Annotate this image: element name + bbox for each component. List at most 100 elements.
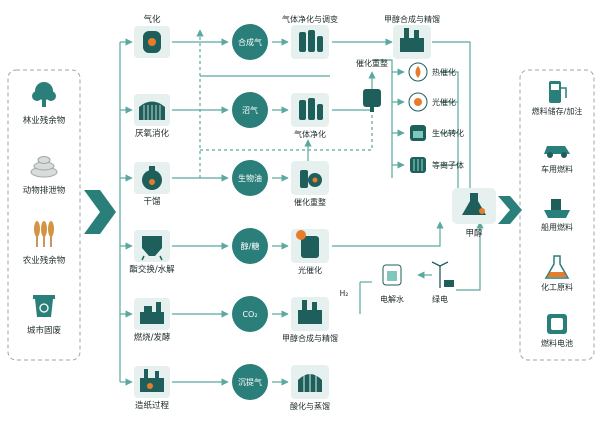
input-item: 城市固废 xyxy=(27,295,62,336)
input-item: 农业残余物 xyxy=(23,221,66,266)
stage2-label: 光催化 xyxy=(298,265,322,275)
digester-icon xyxy=(139,101,165,120)
green-power-label: 绿电 xyxy=(432,294,448,304)
input-panel xyxy=(7,69,81,361)
stage2-label: 酸化与蒸馏 xyxy=(290,401,330,411)
catalysis-item: 生化转化 xyxy=(410,125,464,141)
photocatalysis-icon xyxy=(296,230,319,258)
intermediate-circle: 生物油 xyxy=(232,160,268,196)
input-item: 动物排泄物 xyxy=(23,156,66,196)
intermediate-label: 醇/糖 xyxy=(241,241,260,251)
stage2-label: 甲醇合成与精馏 xyxy=(282,333,338,343)
recycle-bin-icon xyxy=(33,295,55,317)
plasma-icon xyxy=(410,157,426,173)
methanol-node: 甲醇 xyxy=(452,188,496,239)
ship-icon xyxy=(544,199,570,218)
input-label: 林业残余物 xyxy=(23,115,66,126)
process-node: 酯交换/水解 xyxy=(129,230,175,275)
stage2-node: 气体净化 xyxy=(291,93,329,139)
intermediate-label: 生物油 xyxy=(238,173,262,183)
methanol-flask-icon xyxy=(462,193,486,215)
process-label: 厌氧消化 xyxy=(135,128,170,139)
intermediate-circle: 沉提气 xyxy=(232,364,268,400)
intermediate-label: CO₂ xyxy=(242,310,257,319)
process-node: 造纸过程 xyxy=(134,366,170,411)
process-label: 气化 xyxy=(143,14,161,25)
distillation-icon xyxy=(400,28,424,52)
stage2-label: 气体净化 xyxy=(294,129,326,139)
catalysis-item: 光催化 xyxy=(408,92,456,112)
gasifier-icon xyxy=(143,31,161,53)
dashed-line-reform xyxy=(200,115,373,151)
input-label: 动物排泄物 xyxy=(23,185,66,196)
car-icon xyxy=(544,146,570,158)
stage2-node: 光催化 xyxy=(291,229,329,275)
sun-icon xyxy=(408,92,428,112)
output-label: 燃料电池 xyxy=(541,338,573,348)
input-label: 农业残余物 xyxy=(23,255,66,266)
chevron-right-icon xyxy=(84,190,116,234)
catalysis-label: 等离子体 xyxy=(432,160,464,170)
input-item: 林业残余物 xyxy=(23,82,66,126)
output-label: 车用燃料 xyxy=(541,164,573,174)
stage2-node: 气体净化与调变 xyxy=(282,14,338,59)
reforming-label: 催化重整 xyxy=(356,58,388,68)
process-node: 燃烧/发酵 xyxy=(134,298,171,343)
catalysis-item: 等离子体 xyxy=(410,157,464,173)
paper-mill-icon xyxy=(140,369,164,392)
intermediate-circle: 沼气 xyxy=(232,92,268,128)
stage2-node: 催化重整 xyxy=(291,161,329,207)
tree-icon xyxy=(32,82,56,107)
wheat-icon xyxy=(34,221,54,247)
chemical-flask-icon xyxy=(544,255,570,279)
flask-icon xyxy=(410,125,426,141)
reforming-node: 催化重整 xyxy=(356,58,388,112)
reformer-drum-icon xyxy=(363,89,381,112)
line-reform-to-catalysis xyxy=(372,59,393,72)
output-item: 化工原料 xyxy=(541,255,573,292)
catalysis-label: 热催化 xyxy=(432,67,456,77)
fuel-pump-icon xyxy=(549,81,567,103)
output-label: 燃料储存/加注 xyxy=(532,106,583,116)
stage2-label: 气体净化与调变 xyxy=(282,14,338,24)
intermediate-circle: CO₂ xyxy=(232,296,268,332)
line-methanol-down xyxy=(456,221,484,291)
intermediate-circle: 醇/糖 xyxy=(232,228,268,264)
line-synthesis-to-methanol xyxy=(432,41,474,201)
electrolysis-label: 电解水 xyxy=(380,294,404,304)
output-item: 燃料储存/加注 xyxy=(532,81,583,116)
line-cat-out-1 xyxy=(440,71,459,200)
electrolysis-node: 电解水 xyxy=(380,264,404,304)
output-label: 化工原料 xyxy=(541,282,573,292)
retort-icon xyxy=(142,166,162,190)
greenhouse-icon xyxy=(298,374,322,392)
purifier-icon xyxy=(299,30,323,52)
electrolyzer-icon xyxy=(382,264,402,286)
output-label: 船用燃料 xyxy=(541,222,573,232)
process-label: 酯交换/水解 xyxy=(129,264,175,275)
process-node: 干馏 xyxy=(134,162,170,207)
flame-icon xyxy=(408,62,428,82)
input-label: 城市固废 xyxy=(27,325,62,336)
purifier-icon xyxy=(299,98,323,120)
battery-icon xyxy=(547,314,567,334)
distillation-icon xyxy=(298,300,322,324)
intermediate-label: 合成气 xyxy=(238,37,262,47)
catalysis-item: 热催化 xyxy=(408,62,456,82)
output-item: 燃料电池 xyxy=(541,314,573,348)
reformer-icon xyxy=(300,170,322,188)
stage2-node: 甲醇合成与精馏 xyxy=(282,297,338,343)
chevron-right-icon xyxy=(498,196,522,224)
green-power-node: 绿电 xyxy=(431,261,454,304)
catalysis-label: 光催化 xyxy=(432,97,456,107)
flow-lines xyxy=(119,29,484,386)
stage2-label: 催化重整 xyxy=(294,197,326,207)
process-label: 造纸过程 xyxy=(135,400,170,411)
line-photocat-to-methanol xyxy=(332,221,444,247)
silo-icon xyxy=(141,236,163,261)
h2-label: H₂ xyxy=(340,289,349,298)
